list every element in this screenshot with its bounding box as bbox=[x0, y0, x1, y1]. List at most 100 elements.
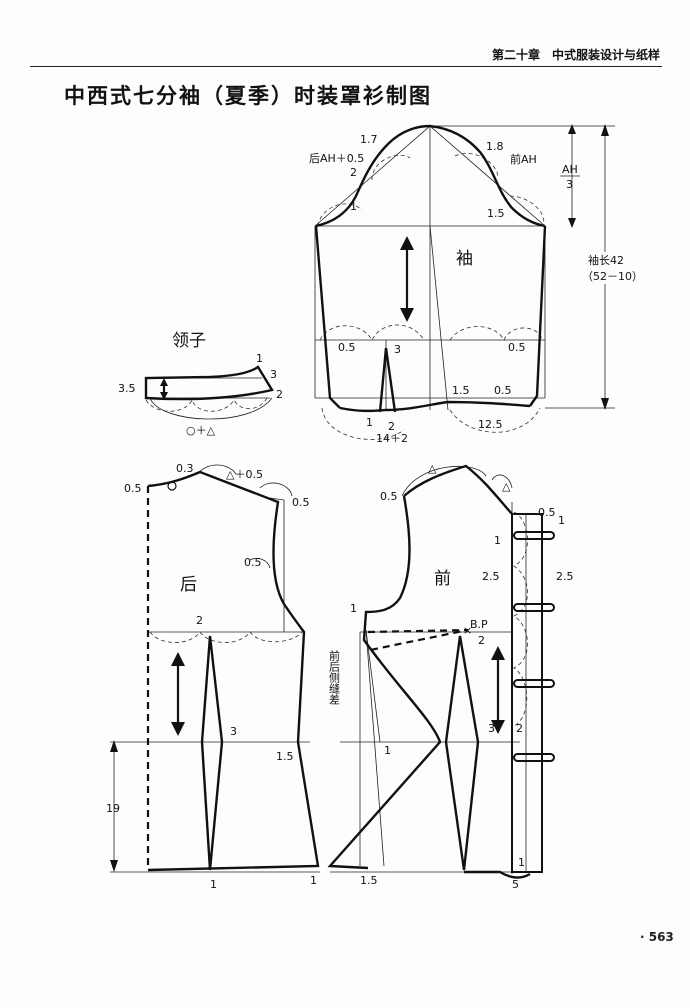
header-rule bbox=[30, 66, 662, 67]
label-back-ah: 后AH＋0.5 bbox=[309, 152, 364, 165]
label-back-name: 后 bbox=[180, 575, 197, 595]
label-sleeve-3: 3 bbox=[394, 343, 401, 356]
label-collar-length: ○＋△ bbox=[186, 424, 216, 437]
label-back-1-dart: 1 bbox=[210, 878, 217, 891]
label-back-1-5: 1.5 bbox=[276, 750, 294, 763]
sleeve-guide-a bbox=[429, 225, 449, 411]
button-loop-3 bbox=[513, 679, 555, 688]
front-side-diag-a bbox=[365, 629, 385, 867]
front-bust-dart-dashed bbox=[367, 628, 469, 652]
label-placket-2: 2 bbox=[516, 722, 523, 735]
label-front-3: 3 bbox=[488, 722, 495, 735]
label-front-neck-triangle: △ bbox=[502, 480, 511, 493]
label-sleeve-dart-1: 1 bbox=[366, 416, 373, 429]
collar-height-arrowheads bbox=[160, 378, 168, 400]
label-collar-height: 3.5 bbox=[118, 382, 136, 395]
label-placket-0-5: 0.5 bbox=[538, 506, 556, 519]
bp-cross-mark: × bbox=[463, 624, 472, 637]
label-front-0-5: 0.5 bbox=[380, 490, 398, 503]
button-loop-4 bbox=[513, 753, 555, 762]
page-number: · 563 bbox=[640, 930, 674, 944]
label-hip-depth: 19 bbox=[106, 802, 120, 815]
sleeve-hem bbox=[339, 400, 531, 413]
label-sleeve-name: 袖 bbox=[456, 249, 473, 269]
label-placket-1-top: 1 bbox=[558, 514, 565, 527]
sleeve-elbow-scallops bbox=[319, 324, 543, 341]
front-side-diag-b bbox=[365, 629, 381, 743]
sleeve-pattern: 1.7 后AH＋0.5 2 1 1.8 前AH 1.5 AH 3 袖 袖长42 … bbox=[309, 124, 643, 445]
label-back-2: 2 bbox=[196, 614, 203, 627]
label-back-3: 3 bbox=[230, 725, 237, 738]
front-neckline-shoulder bbox=[403, 464, 513, 515]
label-1-7: 1.7 bbox=[360, 133, 378, 146]
label-collar-name: 领子 bbox=[172, 331, 206, 351]
sleeve-front-ah-line bbox=[429, 125, 546, 227]
neck-circle-symbol bbox=[167, 481, 177, 491]
label-front-5: 5 bbox=[512, 878, 519, 891]
front-buttons bbox=[513, 531, 555, 762]
front-bodice-pattern: × △ △ 0.5 0.5 1 1 2.5 2.5 前 1 B.P 2 3 2 bbox=[327, 462, 574, 891]
label-sleeve-length-formula: （52－10） bbox=[582, 270, 643, 283]
label-front-ah: 前AH bbox=[510, 152, 537, 166]
label-front-2-5-left: 2.5 bbox=[482, 570, 500, 583]
label-collar-2: 2 bbox=[276, 388, 283, 401]
label-1-8: 1.8 bbox=[486, 140, 504, 153]
label-back-1-side: 1 bbox=[310, 874, 317, 887]
label-front-2: 2 bbox=[478, 634, 485, 647]
label-sleeve-length: 袖长42 bbox=[588, 253, 624, 267]
label-ah-denominator: 3 bbox=[566, 178, 573, 191]
collar-outline bbox=[144, 365, 274, 401]
label-sleeve-0-5-hem: 0.5 bbox=[494, 384, 512, 397]
label-front-1-5: 1.5 bbox=[360, 874, 378, 887]
label-sleeve-2: 2 bbox=[350, 166, 357, 179]
page-title: 中西式七分袖（夏季）时装罩衫制图 bbox=[64, 84, 432, 108]
label-placket-1-left: 1 bbox=[494, 534, 501, 547]
front-placket-scallops bbox=[513, 511, 528, 727]
front-neck-guide bbox=[401, 465, 513, 497]
label-ah-numerator: AH bbox=[562, 163, 578, 176]
label-sleeve-1-5: 1.5 bbox=[487, 207, 505, 220]
collar-pattern: 领子 3.5 1 3 2 ○＋△ bbox=[118, 331, 283, 437]
label-sleeve-dart-2: 2 bbox=[388, 420, 395, 433]
button-loop-1 bbox=[513, 531, 555, 540]
label-front-shoulder: △ bbox=[428, 462, 437, 475]
label-front-1-hem: 1 bbox=[518, 856, 525, 869]
label-front-2-5-right: 2.5 bbox=[556, 570, 574, 583]
front-hem-curve bbox=[464, 870, 531, 879]
label-collar-3: 3 bbox=[270, 368, 277, 381]
front-armhole-side bbox=[327, 495, 442, 870]
back-shoulder-tip bbox=[269, 497, 285, 501]
sleeve-dart bbox=[378, 347, 397, 413]
label-front-1-side: 1 bbox=[384, 744, 391, 757]
collar-length-arc bbox=[149, 397, 273, 420]
label-sleeve-0-5-right: 0.5 bbox=[508, 341, 526, 354]
back-waist-dart bbox=[200, 635, 224, 871]
label-hem-right: 12.5 bbox=[478, 418, 503, 431]
back-outline bbox=[147, 470, 320, 872]
label-front-1-armhole: 1 bbox=[350, 602, 357, 615]
label-side-seam-diff: 前后侧缝差 bbox=[328, 649, 341, 705]
front-placket bbox=[511, 513, 543, 873]
sleeve-front-seam bbox=[529, 225, 547, 407]
label-collar-1: 1 bbox=[256, 352, 263, 365]
label-back-0-5-armhole: 0.5 bbox=[244, 556, 262, 569]
chapter-header: 第二十章 中式服装设计与纸样 bbox=[491, 48, 660, 62]
label-sleeve-1: 1 bbox=[350, 200, 357, 213]
label-back-shoulder: △＋0.5 bbox=[226, 468, 263, 481]
label-back-neck-width: 0.3 bbox=[176, 462, 194, 475]
sleeve-hem-arcs bbox=[321, 407, 541, 440]
label-sleeve-0-5-left: 0.5 bbox=[338, 341, 356, 354]
label-hem-width: 14＋2 bbox=[376, 432, 408, 445]
back-bust-scallops bbox=[149, 631, 303, 643]
back-bodice-pattern: 0.3 △＋0.5 0.5 0.5 0.5 后 2 3 1.5 19 1 1 bbox=[106, 462, 320, 891]
length-label-bg bbox=[584, 252, 628, 284]
label-front-name: 前 bbox=[434, 569, 451, 589]
sleeve-back-seam bbox=[314, 225, 341, 409]
label-bp: B.P bbox=[470, 618, 488, 631]
button-loop-2 bbox=[513, 603, 555, 612]
label-back-0-5-right: 0.5 bbox=[292, 496, 310, 509]
label-back-0-5-left: 0.5 bbox=[124, 482, 142, 495]
label-sleeve-1-5-hem: 1.5 bbox=[452, 384, 470, 397]
